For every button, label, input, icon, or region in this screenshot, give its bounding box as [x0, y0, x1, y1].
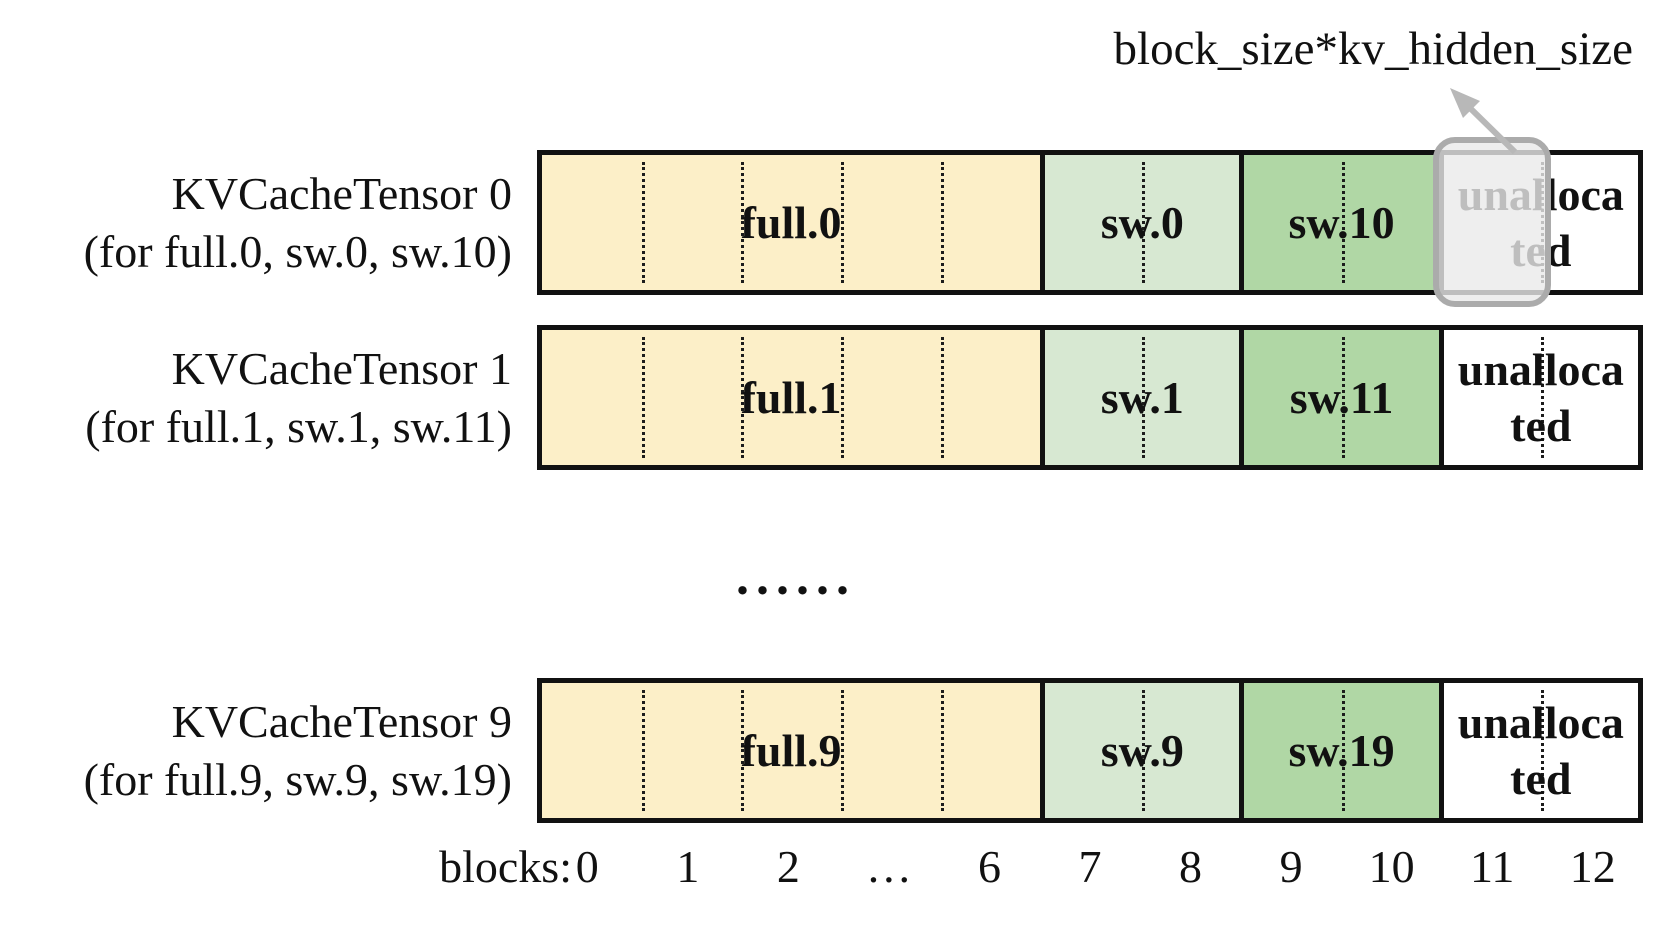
block-divider-dotted — [641, 690, 645, 811]
block-divider-dotted — [840, 690, 844, 811]
blocks-axis: blocks: 0 1 2 … 6 7 8 9 10 11 12 — [0, 840, 1676, 910]
blocks-axis-label: blocks: — [439, 841, 572, 892]
block-divider-dotted — [840, 162, 844, 283]
axis-tick: 12 — [1569, 841, 1616, 892]
kv-cache-tensor-row-9: KVCacheTensor 9 (for full.9, sw.9, sw.19… — [0, 678, 1676, 823]
block-divider-dotted — [1341, 690, 1345, 811]
block-divider-dotted — [1341, 162, 1345, 283]
kv-cache-tensor-row-0: KVCacheTensor 0 (for full.0, sw.0, sw.10… — [0, 150, 1676, 295]
row-9-scope: (for full.9, sw.9, sw.19) — [83, 753, 512, 805]
row-1-segment-sw: sw.1 — [1040, 330, 1240, 465]
block-divider-dotted — [1540, 337, 1544, 458]
segment-label: sw.1 — [1100, 372, 1184, 423]
block-divider-dotted — [1540, 690, 1544, 811]
block-size-highlight-box — [1433, 137, 1551, 307]
row-1-label: KVCacheTensor 1 (for full.1, sw.1, sw.11… — [0, 325, 512, 470]
block-divider-dotted — [741, 690, 745, 811]
segment-label: full.9 — [740, 725, 842, 776]
row-0-scope: (for full.0, sw.0, sw.10) — [83, 225, 512, 277]
axis-tick: 9 — [1279, 841, 1303, 892]
segment-label: sw.0 — [1100, 197, 1184, 248]
block-divider-dotted — [741, 162, 745, 283]
axis-tick: 2 — [776, 841, 800, 892]
row-9-segment-full: full.9 — [542, 683, 1041, 818]
segment-label: sw.9 — [1100, 725, 1184, 776]
block-divider-dotted — [940, 690, 944, 811]
axis-tick: 1 — [676, 841, 700, 892]
block-divider-dotted — [1142, 162, 1146, 283]
axis-tick: 7 — [1078, 841, 1102, 892]
row-9-title: KVCacheTensor 9 — [171, 695, 512, 747]
row-0-segment-full: full.0 — [542, 155, 1041, 290]
block-divider-dotted — [1341, 337, 1345, 458]
row-0-label: KVCacheTensor 0 (for full.0, sw.0, sw.10… — [0, 150, 512, 295]
segment-label: full.1 — [740, 372, 842, 423]
kv-cache-tensor-row-1: KVCacheTensor 1 (for full.1, sw.1, sw.11… — [0, 325, 1676, 470]
block-divider-dotted — [641, 162, 645, 283]
segment-label: sw.11 — [1289, 372, 1394, 423]
block-divider-dotted — [840, 337, 844, 458]
block-divider-dotted — [641, 337, 645, 458]
row-9-segment-sw-2: sw.19 — [1239, 683, 1439, 818]
row-0-segment-sw-2: sw.10 — [1239, 155, 1439, 290]
axis-tick: 10 — [1368, 841, 1415, 892]
row-1-segment-sw-2: sw.11 — [1239, 330, 1439, 465]
block-divider-dotted — [1142, 690, 1146, 811]
row-9-segment-sw: sw.9 — [1040, 683, 1240, 818]
row-1-scope: (for full.1, sw.1, sw.11) — [85, 400, 512, 452]
segment-label: sw.10 — [1288, 197, 1395, 248]
axis-tick: 6 — [977, 841, 1001, 892]
block-divider-dotted — [940, 337, 944, 458]
block-size-annotation: block_size*kv_hidden_size — [1113, 23, 1633, 75]
block-divider-dotted — [741, 337, 745, 458]
row-0-title: KVCacheTensor 0 — [171, 167, 512, 219]
segment-label: sw.19 — [1288, 725, 1395, 776]
block-divider-dotted — [940, 162, 944, 283]
axis-tick: … — [865, 841, 912, 892]
blocks-axis-ticks: 0 1 2 … 6 7 8 9 10 11 12 — [537, 840, 1643, 893]
segment-label: full.0 — [740, 197, 842, 248]
row-9-label: KVCacheTensor 9 (for full.9, sw.9, sw.19… — [0, 678, 512, 823]
row-1-segment-full: full.1 — [542, 330, 1041, 465]
row-1-title: KVCacheTensor 1 — [171, 342, 512, 394]
axis-tick: 8 — [1179, 841, 1203, 892]
row-0-segment-sw: sw.0 — [1040, 155, 1240, 290]
axis-tick: 11 — [1470, 841, 1515, 892]
axis-tick: 0 — [575, 841, 599, 892]
rows-ellipsis: ...... — [736, 549, 856, 606]
block-divider-dotted — [1142, 337, 1146, 458]
